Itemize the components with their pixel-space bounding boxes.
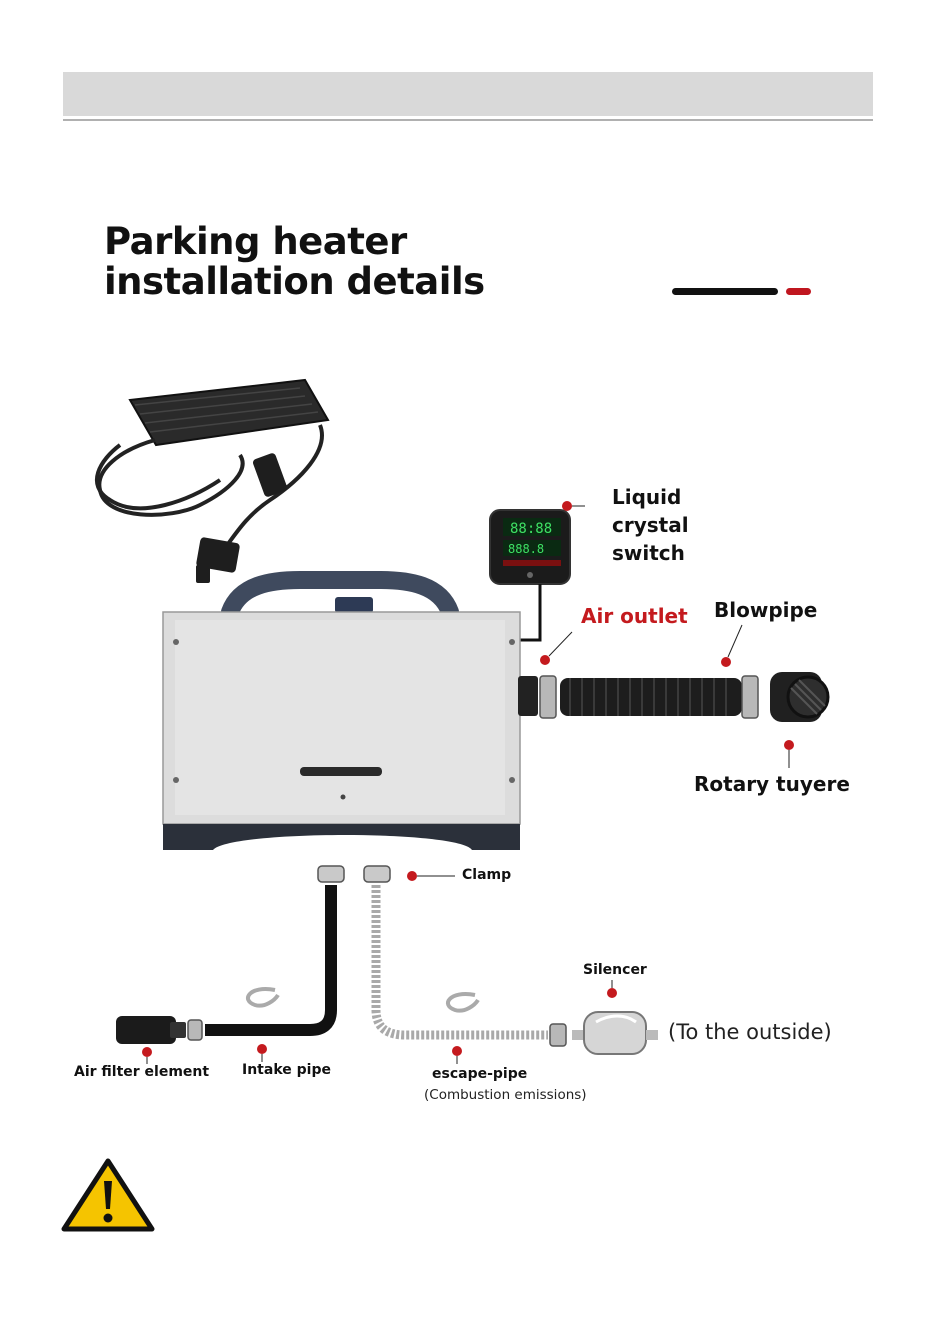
label-rotary-tuyere: Rotary tuyere [694,770,850,798]
label-air-filter: Air filter element [74,1064,209,1080]
label-blowpipe: Blowpipe [714,596,817,624]
escape-pipe-image [376,885,566,1046]
power-adapter-image [97,380,328,583]
label-lcd-switch: Liquid crystal switch [612,483,689,567]
label-lcd-line-1: Liquid [612,483,689,511]
label-clamp: Clamp [462,867,511,883]
label-silencer: Silencer [583,962,647,978]
warning-triangle-icon [60,1157,156,1233]
clamps-image [318,866,390,882]
label-to-outside: (To the outside) [668,1020,832,1044]
label-lcd-line-3: switch [612,539,689,567]
pipe-clips-image [248,989,478,1011]
heater-unit-image [163,580,538,850]
label-lcd-line-2: crystal [612,511,689,539]
svg-text:888.8: 888.8 [508,542,544,556]
intake-pipe-image [116,885,331,1044]
label-escape-pipe: escape-pipe [432,1066,527,1082]
blowpipe-image [540,672,828,722]
label-intake-pipe: Intake pipe [242,1062,331,1078]
label-air-outlet: Air outlet [581,602,688,630]
svg-text:88:88: 88:88 [510,521,552,537]
label-combustion: (Combustion emissions) [424,1087,587,1103]
silencer-image [572,1012,658,1054]
